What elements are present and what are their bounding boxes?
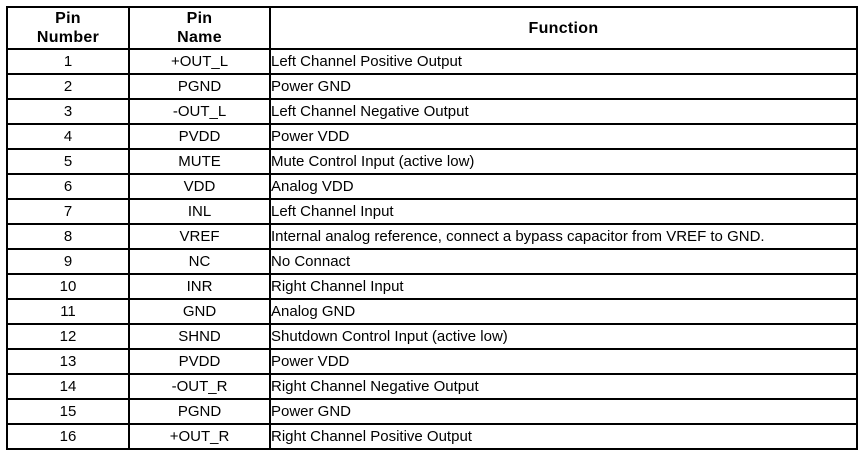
table-row: 6 VDD Analog VDD (6, 173, 858, 200)
pin-name-cell: +OUT_L (128, 48, 271, 75)
pin-name-cell: PGND (128, 398, 271, 425)
pin-name-cell: INL (128, 198, 271, 225)
function-cell: Mute Control Input (active low) (269, 148, 858, 175)
function-cell: Analog GND (269, 298, 858, 325)
table-row: 12 SHND Shutdown Control Input (active l… (6, 323, 858, 350)
function-cell: Shutdown Control Input (active low) (269, 323, 858, 350)
table-row: 2 PGND Power GND (6, 73, 858, 100)
pin-name-cell: GND (128, 298, 271, 325)
pin-number-cell: 12 (6, 323, 130, 350)
table-row: 16 +OUT_R Right Channel Positive Output (6, 423, 858, 450)
pin-number-cell: 13 (6, 348, 130, 375)
pin-number-cell: 9 (6, 248, 130, 275)
pin-name-cell: PVDD (128, 123, 271, 150)
pin-name-cell: SHND (128, 323, 271, 350)
pin-number-cell: 14 (6, 373, 130, 400)
function-cell: Power VDD (269, 348, 858, 375)
table-row: 14 -OUT_R Right Channel Negative Output (6, 373, 858, 400)
function-cell: Right Channel Input (269, 273, 858, 300)
pin-description-table: Pin Number Pin Name Function 1 +OUT_L Le… (6, 6, 858, 450)
table-row: 13 PVDD Power VDD (6, 348, 858, 375)
pin-name-cell: MUTE (128, 148, 271, 175)
function-cell: Power GND (269, 398, 858, 425)
pin-name-cell: PVDD (128, 348, 271, 375)
function-cell: No Connact (269, 248, 858, 275)
pin-number-cell: 3 (6, 98, 130, 125)
table-row: 7 INL Left Channel Input (6, 198, 858, 225)
function-cell: Power VDD (269, 123, 858, 150)
pin-name-cell: PGND (128, 73, 271, 100)
table-row: 3 -OUT_L Left Channel Negative Output (6, 98, 858, 125)
table-row: 10 INR Right Channel Input (6, 273, 858, 300)
function-cell: Right Channel Positive Output (269, 423, 858, 450)
pin-name-cell: INR (128, 273, 271, 300)
pin-name-cell: -OUT_L (128, 98, 271, 125)
header-function: Function (269, 6, 858, 50)
pin-number-cell: 2 (6, 73, 130, 100)
function-cell: Analog VDD (269, 173, 858, 200)
table-row: 9 NC No Connact (6, 248, 858, 275)
pin-name-cell: VREF (128, 223, 271, 250)
table-row: 8 VREF Internal analog reference, connec… (6, 223, 858, 250)
pin-number-cell: 8 (6, 223, 130, 250)
pin-number-cell: 4 (6, 123, 130, 150)
pin-number-cell: 15 (6, 398, 130, 425)
pin-number-cell: 6 (6, 173, 130, 200)
table-row: 4 PVDD Power VDD (6, 123, 858, 150)
pin-name-cell: +OUT_R (128, 423, 271, 450)
function-cell: Left Channel Input (269, 198, 858, 225)
function-cell: Left Channel Positive Output (269, 48, 858, 75)
header-pin-number: Pin Number (6, 6, 130, 50)
pin-number-cell: 11 (6, 298, 130, 325)
function-cell: Left Channel Negative Output (269, 98, 858, 125)
pin-number-cell: 10 (6, 273, 130, 300)
pin-number-cell: 5 (6, 148, 130, 175)
function-cell: Right Channel Negative Output (269, 373, 858, 400)
function-cell: Internal analog reference, connect a byp… (269, 223, 858, 250)
table-row: 11 GND Analog GND (6, 298, 858, 325)
table-header-row: Pin Number Pin Name Function (6, 6, 858, 50)
pin-name-cell: NC (128, 248, 271, 275)
pin-name-cell: -OUT_R (128, 373, 271, 400)
pin-number-cell: 16 (6, 423, 130, 450)
function-cell: Power GND (269, 73, 858, 100)
pin-number-cell: 1 (6, 48, 130, 75)
pin-number-cell: 7 (6, 198, 130, 225)
header-pin-name: Pin Name (128, 6, 271, 50)
pin-name-cell: VDD (128, 173, 271, 200)
table-row: 1 +OUT_L Left Channel Positive Output (6, 48, 858, 75)
table-row: 5 MUTE Mute Control Input (active low) (6, 148, 858, 175)
table-row: 15 PGND Power GND (6, 398, 858, 425)
